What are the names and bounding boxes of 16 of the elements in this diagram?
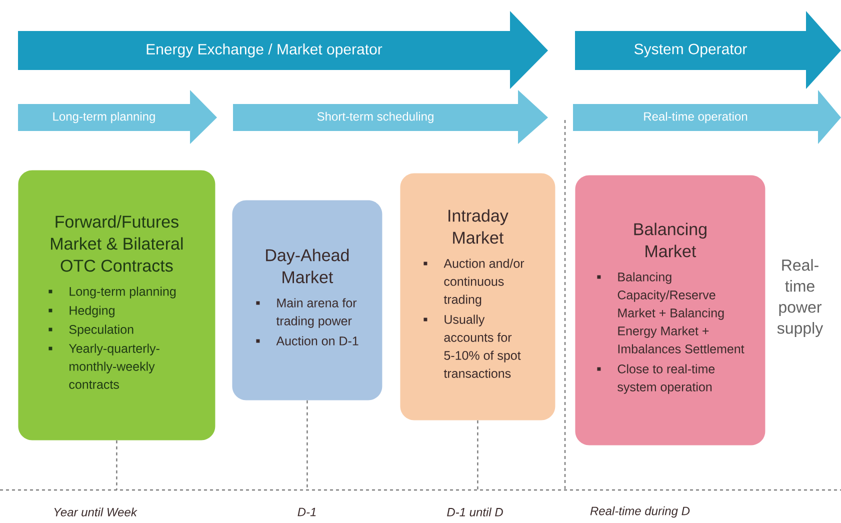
time-label: D-1 — [298, 508, 316, 516]
leader-line — [306, 400, 308, 490]
leader-line — [477, 420, 478, 490]
leader-line — [116, 440, 118, 490]
time-label: D-1 until D — [447, 508, 503, 516]
role-banner: System Operator — [575, 11, 841, 89]
market-box: Balancing Market Balancing Capacity/Reserve Market + Balancing Energy Market + Imbalances Settlement Close to real-time system operation — [575, 175, 766, 446]
time-label: Real-time during D — [590, 506, 690, 518]
role-banner: Energy Exchange / Market operator — [18, 11, 548, 89]
phase-banner: Short-term scheduling — [233, 90, 548, 144]
market-box: Forward/Futures Market & Bilateral OTC Contracts Long-term planning Hedging Speculation Yearly-quarterly-monthly-weekly contracts — [18, 170, 216, 440]
market-box: Day-Ahead Market Main arena for trading power Auction on D-1 — [232, 200, 382, 400]
phase-banner: Real-time operation — [573, 90, 841, 144]
time-label: Year until Week — [54, 508, 138, 516]
phase-banner: Long-term planning — [18, 90, 217, 144]
market-box: Intraday Market Auction and/or continuous trading Usually accounts for 5-10% of spot transactions — [400, 173, 556, 420]
